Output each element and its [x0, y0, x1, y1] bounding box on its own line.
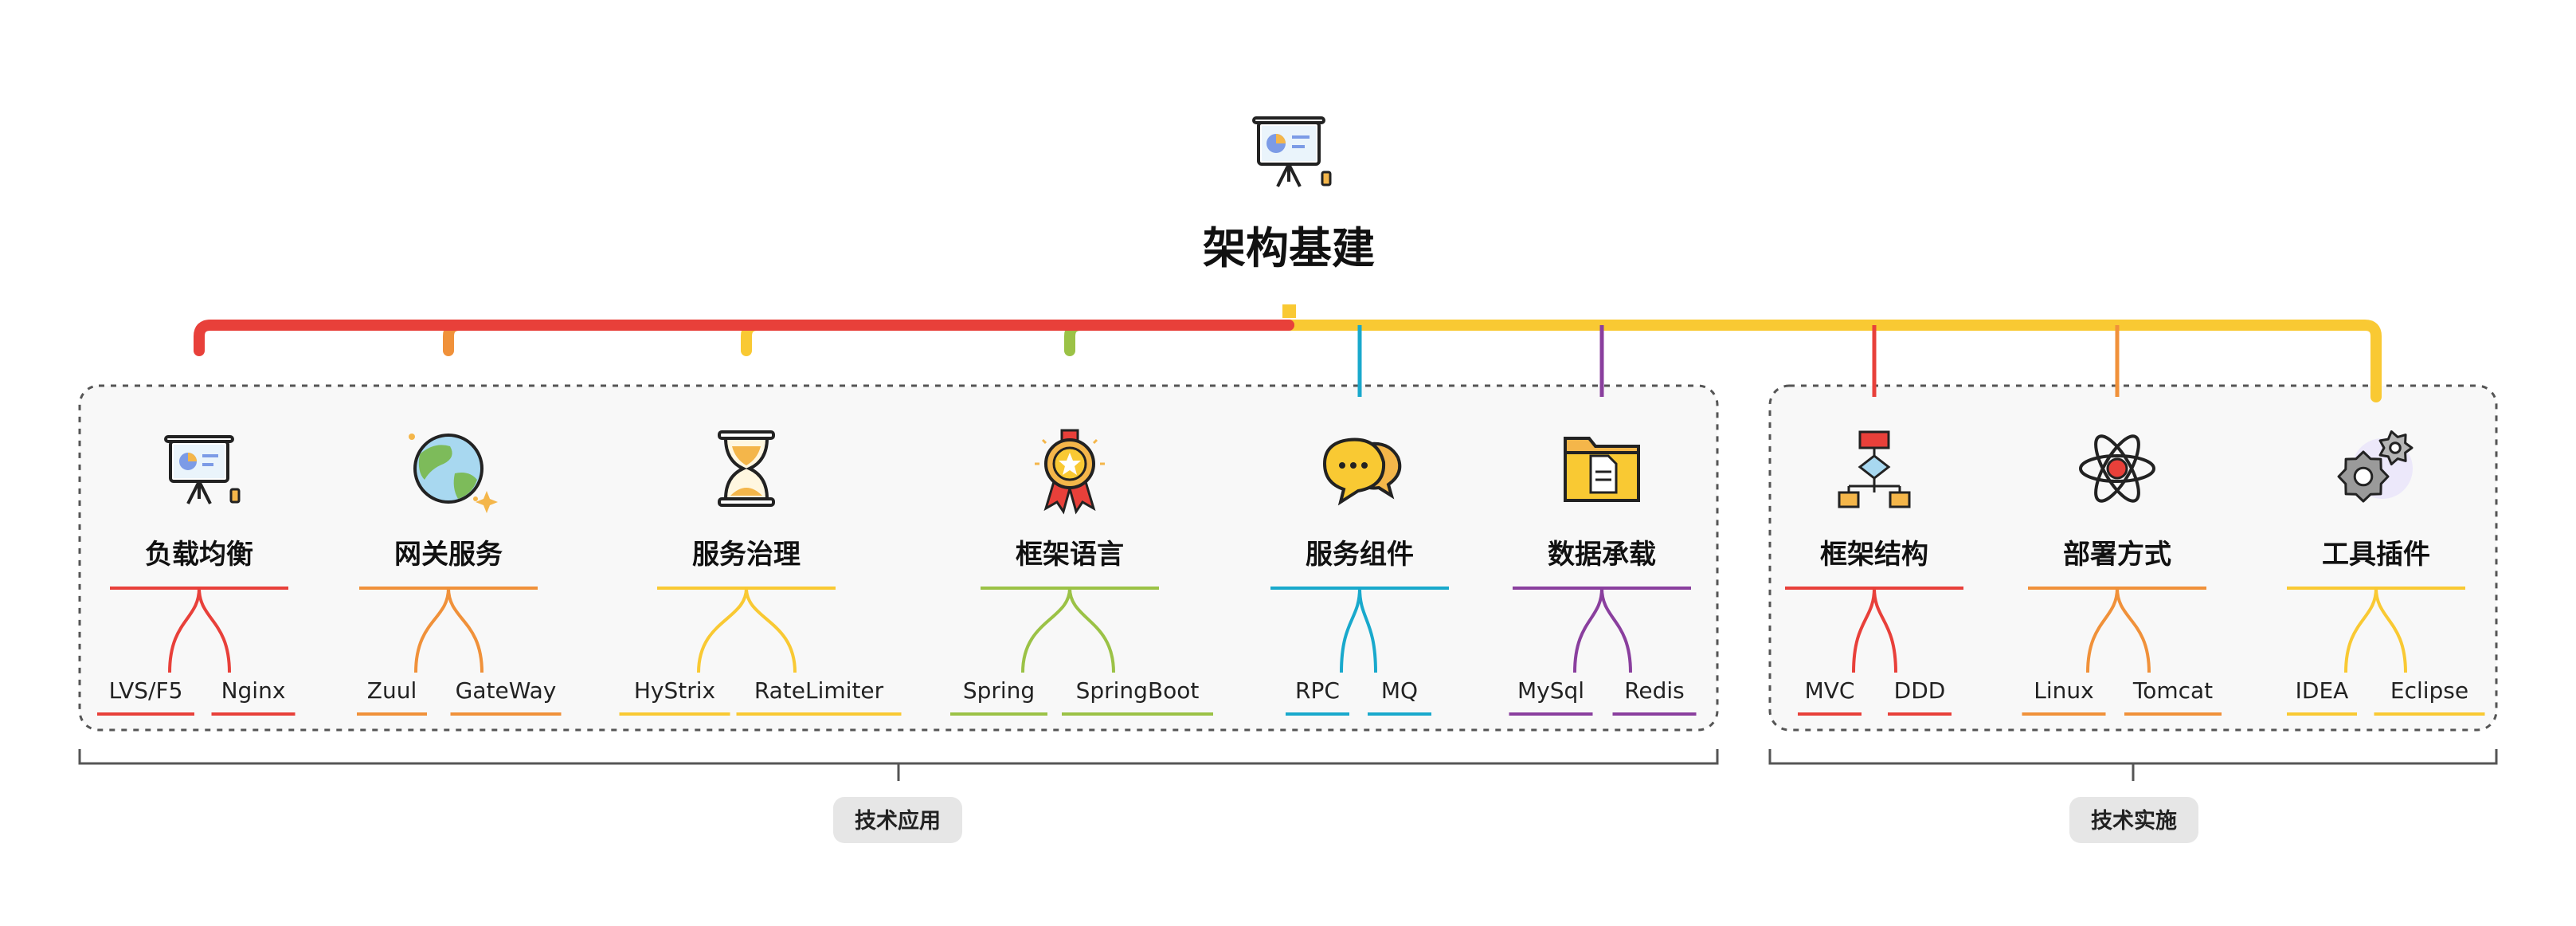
branch-node: 框架语言 Spring SpringBoot [950, 429, 1213, 716]
presentation-board-icon [164, 435, 241, 504]
group-label-tech-application: 技术应用 [855, 808, 941, 834]
branch-label: 网关服务 [394, 539, 503, 571]
branch-label: 工具插件 [2322, 539, 2430, 571]
leaf-label: Redis [1624, 677, 1685, 704]
leaf-connector [168, 587, 201, 673]
leaf-connector [745, 587, 797, 673]
leaf-connector [447, 587, 483, 673]
branch-node: 框架结构 MVC DDD [1785, 325, 1963, 716]
atom-icon [2079, 434, 2155, 503]
leaf-connector [1358, 587, 1377, 673]
branch-label: 部署方式 [2063, 539, 2171, 571]
root-title: 架构基建 [1203, 223, 1375, 273]
group-box-tech-application [78, 384, 1719, 732]
leaf-label: MQ [1381, 677, 1418, 704]
leaf-connector [2086, 587, 2119, 673]
award-medal-icon [1035, 429, 1105, 515]
leaf-label: RateLimiter [754, 677, 884, 704]
branch-label: 框架语言 [1016, 539, 1124, 571]
leaf-connector [1600, 587, 1632, 673]
group-box-tech-implementation [1768, 384, 2498, 732]
leaf-label: Spring [963, 677, 1035, 704]
leaf-label: Nginx [221, 677, 286, 704]
leaf-label: LVS/F5 [109, 677, 183, 704]
branch-label: 负载均衡 [145, 539, 253, 571]
branch-node: 工具插件 IDEA Eclipse [2287, 325, 2485, 716]
flowchart-icon [1838, 430, 1911, 508]
branch-node: 网关服务 Zuul GateWay [357, 434, 562, 716]
leaf-connector [198, 587, 231, 673]
folder-document-icon [1564, 437, 1640, 502]
group-bracket-tech-application [78, 749, 1719, 781]
leaf-label: MVC [1805, 677, 1855, 704]
group-label-tech-implementation: 技术实施 [2091, 808, 2177, 834]
leaf-label: GateWay [456, 677, 557, 704]
branch-node: 服务组件 RPC MQ [1270, 325, 1449, 716]
chat-bubbles-icon [1322, 437, 1402, 506]
leaf-connector [414, 587, 450, 673]
leaf-connector [1873, 587, 1897, 673]
leaf-label: Eclipse [2390, 677, 2468, 704]
branch-node: 部署方式 Linux Tomcat [2022, 325, 2222, 716]
branch-label: 服务组件 [1306, 539, 1414, 571]
leaf-connector [2344, 587, 2378, 673]
gears-icon [2337, 430, 2414, 503]
leaf-connector [2116, 587, 2151, 673]
leaf-connector [697, 587, 748, 673]
hourglass-icon [718, 430, 775, 507]
branch-node: 数据承载 MySql Redis [1509, 325, 1697, 716]
leaf-label: RPC [1295, 677, 1340, 704]
leaf-label: IDEA [2296, 677, 2349, 704]
leaf-label: MySql [1517, 677, 1584, 704]
leaf-label: HyStrix [634, 677, 715, 704]
branch-node: 负载均衡 LVS/F5 Nginx [97, 435, 296, 716]
globe-icon [409, 434, 498, 513]
group-label-pill-tech-implementation [2069, 797, 2198, 843]
leaf-label: Zuul [367, 677, 417, 704]
leaf-label: DDD [1894, 677, 1946, 704]
branch-node: 服务治理 HyStrix RateLimiter [619, 430, 902, 716]
branch-label: 服务治理 [692, 539, 801, 571]
group-label-pill-tech-application [833, 797, 962, 843]
trunk-segment [194, 320, 1294, 356]
leaf-label: Tomcat [2132, 677, 2213, 704]
leaf-connector [1021, 587, 1071, 673]
root-connector-node [1282, 304, 1296, 318]
leaf-connector [1573, 587, 1603, 673]
group-bracket-tech-implementation [1768, 749, 2498, 781]
leaf-label: Linux [2034, 677, 2093, 704]
leaf-connector [2374, 587, 2407, 673]
leaf-label: SpringBoot [1076, 677, 1200, 704]
leaf-connector [1068, 587, 1115, 673]
presentation-board-icon [1252, 116, 1332, 187]
branch-label: 数据承载 [1548, 539, 1656, 571]
branch-layer: 负载均衡 LVS/F5 Nginx 网关服务 Zuul GateWay 服务治理 HyStri… [97, 325, 2485, 716]
branch-label: 框架结构 [1820, 539, 1928, 571]
